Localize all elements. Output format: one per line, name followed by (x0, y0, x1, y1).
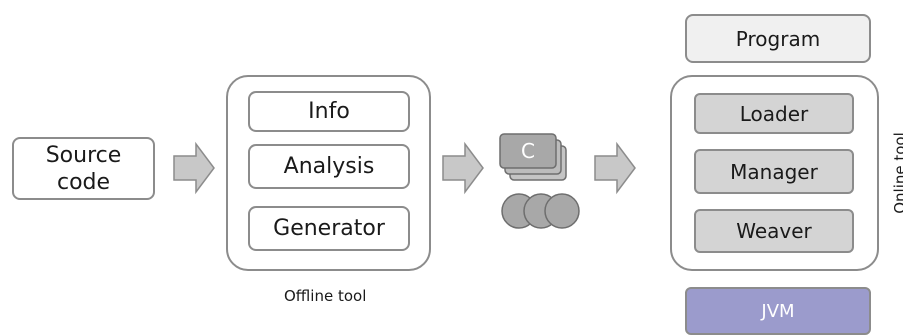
class-files-stack-icon (499, 133, 567, 181)
source-code-box: Source code (12, 137, 155, 200)
offline-generator-box: Generator (248, 206, 410, 251)
online-loader-box: Loader (694, 93, 854, 134)
class-file-glyph: C (521, 139, 535, 163)
source-label-line1: Source (45, 142, 122, 168)
objects-circles-icon (501, 193, 580, 229)
online-manager-box: Manager (694, 149, 854, 194)
arrow-offline-to-classes (442, 141, 484, 195)
program-box: Program (685, 14, 871, 63)
arrow-classes-to-online (594, 141, 636, 195)
offline-tool-caption: Offline tool (284, 287, 367, 305)
offline-info-box: Info (248, 91, 410, 132)
arrow-source-to-offline (173, 141, 215, 195)
jvm-box: JVM (685, 287, 871, 335)
source-label-line2: code (56, 169, 111, 195)
offline-analysis-box: Analysis (248, 144, 410, 189)
online-weaver-box: Weaver (694, 209, 854, 253)
online-tool-caption: Online tool (891, 132, 903, 214)
